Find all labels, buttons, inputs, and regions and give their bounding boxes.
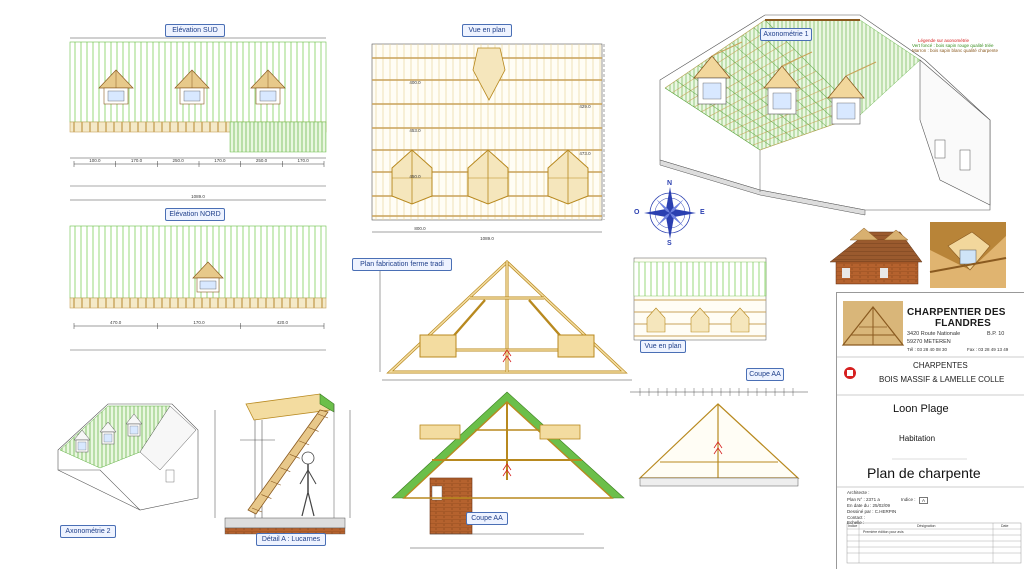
dim-sud-seg: 100.0 bbox=[89, 158, 101, 163]
plan-number: Plan N° : 2371 a bbox=[847, 497, 880, 502]
revision-table bbox=[846, 522, 1022, 564]
coupe-aa-right-drawing bbox=[630, 388, 808, 487]
title-coupe-aa-center: Coupe AA bbox=[466, 512, 508, 525]
company-tel: Tél : 03 28 40 08 30 bbox=[907, 347, 948, 352]
architect-label: Architecte : bbox=[847, 490, 870, 495]
compass-west: O bbox=[634, 209, 640, 216]
contact-label: Contact : bbox=[847, 515, 866, 520]
dim-plan-row: 400.0 bbox=[409, 80, 421, 85]
dim-plan-row: 473.0 bbox=[579, 151, 591, 156]
title-elevation-nord: Elévation NORD bbox=[165, 208, 225, 221]
company-activity: CHARPENTES bbox=[913, 361, 968, 370]
compass-east: E bbox=[700, 209, 705, 216]
small-plan-drawing bbox=[633, 257, 767, 341]
dim-nord-seg: 420.0 bbox=[277, 320, 289, 325]
revision-row1: Première édition pour avis bbox=[863, 530, 904, 534]
project-type: Habitation bbox=[899, 434, 936, 443]
dim-plan-row: 450.0 bbox=[409, 174, 421, 179]
company-name-line2: FLANDRES bbox=[935, 318, 992, 329]
title-elevation-sud: Elévation SUD bbox=[165, 24, 225, 37]
axonometrie-1-drawing bbox=[659, 14, 991, 216]
company-name-line1: CHARPENTIER DES bbox=[907, 307, 1006, 318]
title-block-frame bbox=[837, 301, 1024, 564]
company-fax: Fax : 03 28 49 13 49 bbox=[967, 347, 1009, 352]
ferme-tradi-drawing bbox=[379, 259, 632, 381]
drawn-by: Dessiné par : C.HERPIN bbox=[847, 509, 897, 514]
coupe-aa-center-drawing bbox=[391, 391, 625, 549]
drawing-name: Plan de charpente bbox=[867, 465, 981, 481]
title-vue-en-plan-small: Vue en plan bbox=[640, 340, 686, 353]
revision-col-date: Date bbox=[1001, 524, 1009, 528]
indice-value: A bbox=[919, 497, 929, 504]
compass-south: S bbox=[667, 240, 672, 247]
axo-legend-brown: Marron : bois sapin blanc qualité charpe… bbox=[912, 48, 999, 53]
axonometrie-2-drawing bbox=[57, 403, 199, 511]
render-house-photo bbox=[826, 218, 926, 288]
dim-plan-row: 429.0 bbox=[579, 104, 591, 109]
detail-lucarnes-drawing bbox=[214, 393, 351, 535]
title-axonometrie-2: Axonométrie 2 bbox=[60, 525, 116, 538]
axo-legend-title: Légende sur axonométrie bbox=[918, 38, 970, 43]
scale-label: Echelle : bbox=[847, 520, 865, 525]
company-materials: BOIS MASSIF & LAMELLE COLLE bbox=[879, 375, 1005, 384]
company-bp: B.P. 10 bbox=[987, 331, 1005, 337]
company-city: 59270 METEREN bbox=[907, 339, 951, 345]
render-interior-photo bbox=[929, 222, 1007, 288]
title-vue-en-plan: Vue en plan bbox=[462, 24, 512, 37]
project-location: Loon Plage bbox=[893, 403, 949, 415]
title-plan-fabrication: Plan fabrication ferme tradi bbox=[352, 258, 452, 271]
dim-nord-total: 1089.0 bbox=[191, 194, 205, 199]
title-block: CHARPENTIER DES FLANDRES 3420 Route Nati… bbox=[836, 292, 1024, 569]
title-axonometrie-1: Axonométrie 1 bbox=[760, 28, 812, 41]
dim-plan-row: 453.0 bbox=[409, 128, 421, 133]
axo-legend-green: Vert foncé : bois sapin rouge qualité tr… bbox=[912, 43, 994, 48]
elevation-nord-drawing bbox=[69, 199, 327, 351]
compass-rose bbox=[644, 187, 696, 239]
dim-sud-seg: 170.0 bbox=[298, 158, 310, 163]
vue-en-plan-drawing bbox=[371, 43, 605, 233]
title-detail-lucarnes: Détail A : Lucarnes bbox=[256, 533, 326, 546]
dim-sud-seg: 170.0 bbox=[131, 158, 143, 163]
elevation-sud-drawing bbox=[69, 37, 327, 187]
revision-col-designation: Désignation bbox=[917, 524, 936, 528]
dim-plan-depth: 800.0 bbox=[414, 226, 426, 231]
revision-col-indice: Indice bbox=[848, 524, 858, 528]
dim-sud-seg: 170.0 bbox=[214, 158, 226, 163]
title-coupe-aa-right: Coupe AA bbox=[746, 368, 784, 381]
dim-plan-total: 1089.0 bbox=[480, 236, 494, 241]
drawing-date: En date du : 25/02/09 bbox=[847, 503, 891, 508]
dim-sud-seg: 250.0 bbox=[256, 158, 268, 163]
dim-sud-seg: 250.0 bbox=[173, 158, 185, 163]
company-address: 3420 Route Nationale bbox=[907, 331, 961, 337]
compass-north: N bbox=[667, 180, 673, 187]
dim-nord-seg: 170.0 bbox=[193, 320, 205, 325]
dim-nord-seg: 470.0 bbox=[110, 320, 122, 325]
indice-label: Indice : bbox=[901, 497, 916, 502]
